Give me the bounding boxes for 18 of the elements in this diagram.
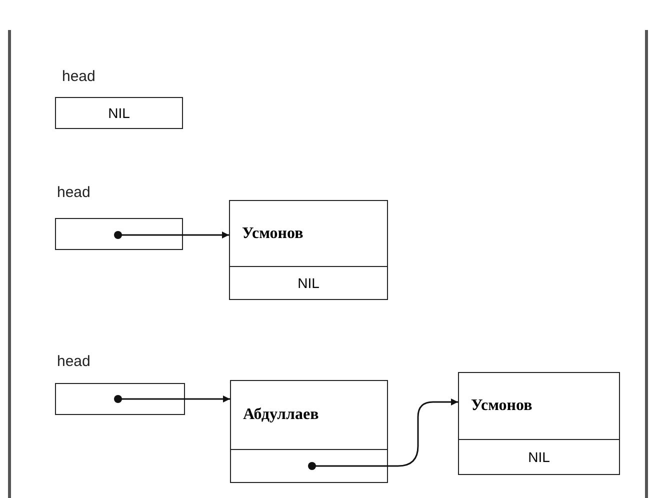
pointer-arrow (114, 231, 229, 239)
variable-label: head (62, 68, 96, 85)
nil-pointer-text: NIL (298, 275, 320, 291)
list-record-box (458, 372, 620, 475)
list-record-box (229, 200, 388, 300)
pointer-field (55, 97, 183, 129)
variable-label: head (57, 184, 90, 201)
pointer-box (55, 218, 183, 250)
list-record-box (230, 380, 388, 483)
nil-pointer-text: NIL (108, 105, 130, 121)
pointer-arrow (308, 398, 458, 470)
pointer-arrow (114, 395, 230, 403)
variable-label: head (57, 353, 90, 370)
record-data-text: Усмонов (242, 224, 304, 242)
nil-pointer-text: NIL (528, 449, 550, 465)
record-data-text: Усмонов (471, 397, 532, 415)
pointer-box (55, 383, 185, 415)
record-data-text: Абдуллаев (243, 406, 319, 424)
